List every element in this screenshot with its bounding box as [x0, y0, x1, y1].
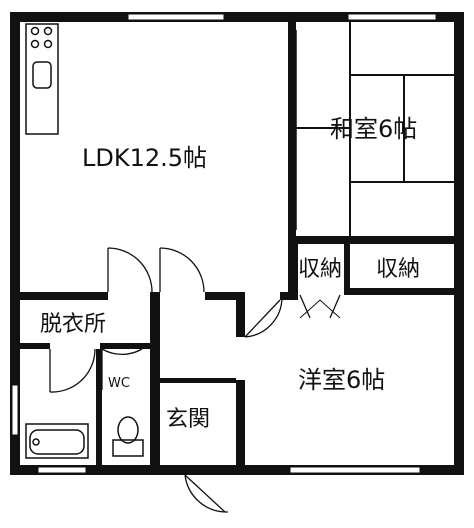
left-window [11, 384, 19, 436]
top-windows [127, 13, 437, 21]
bathtub-icon [25, 423, 89, 459]
interior-walls [20, 22, 454, 465]
stove-burner-icon [30, 26, 40, 36]
stove-burner-icon [30, 39, 40, 49]
tatami-lines [296, 22, 454, 236]
stove-burner-icon [43, 26, 53, 36]
genkan-label: 玄関 [166, 407, 210, 432]
ldk-label: LDK12.5帖 [82, 144, 207, 172]
kitchen-counter [25, 23, 59, 135]
sink-icon [32, 61, 52, 89]
toilet-icon [112, 416, 144, 457]
washitsu-label: 和室6帖 [330, 115, 417, 143]
storage-right-label: 収納 [376, 257, 420, 282]
sliding-doors-washitsu[interactable] [291, 30, 297, 230]
yoshitsu-label: 洋室6帖 [298, 366, 385, 394]
doors[interactable] [49, 247, 341, 513]
storage-left-label: 収納 [298, 257, 342, 282]
bottom-windows [37, 466, 421, 474]
stove-burner-icon [43, 39, 53, 49]
wc-label: WC [108, 376, 130, 391]
outer-walls [10, 12, 464, 475]
datsuijo-label: 脱衣所 [40, 312, 106, 337]
